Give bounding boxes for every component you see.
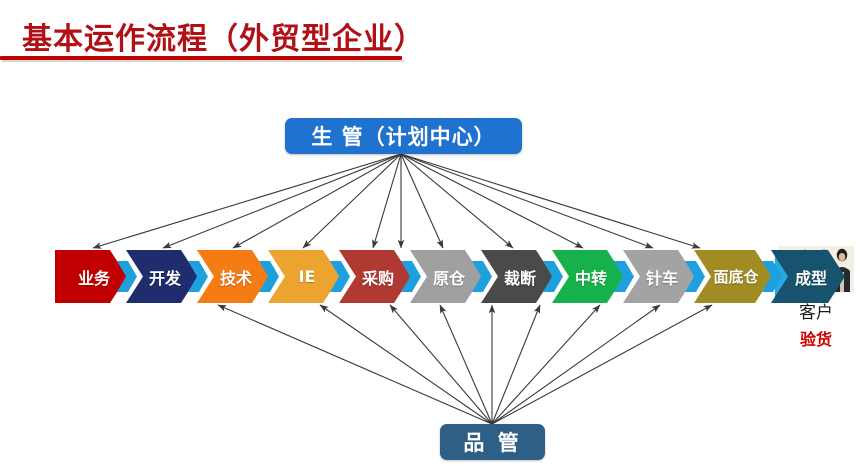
quality-to-step-arrow-9 — [491, 304, 713, 425]
process-step-label: 针车 — [645, 268, 678, 288]
planning-to-step-arrow-4 — [302, 153, 402, 249]
planning-to-step-arrow-11 — [400, 153, 701, 249]
customer-label: 客户 — [799, 303, 833, 323]
title-underline-shadow — [2, 60, 404, 62]
process-step-connector-arrow-icon — [685, 261, 705, 292]
process-step-3[interactable]: 技术 — [197, 250, 269, 303]
process-step-connector-arrow-icon — [330, 261, 350, 292]
quality-to-step-arrow-8 — [491, 304, 661, 425]
process-step-label: 采购 — [361, 268, 394, 288]
process-step-label: 开发 — [148, 268, 181, 288]
planning-to-step-arrow-5 — [372, 153, 402, 249]
process-step-connector-arrow-icon — [543, 261, 563, 292]
process-step-label: IE — [298, 267, 316, 286]
process-step-connector-arrow-icon — [188, 261, 208, 292]
process-step-connector-arrow-icon — [259, 261, 279, 292]
process-step-6[interactable]: 原仓 — [410, 250, 482, 303]
planning-to-step-arrow-3 — [232, 153, 402, 249]
process-step-label: 中转 — [574, 268, 607, 288]
page-title: 基本运作流程（外贸型企业） — [22, 22, 425, 57]
title-block: 基本运作流程（外贸型企业） — [0, 8, 861, 62]
planning-to-step-arrow-10 — [400, 153, 654, 249]
customer-inspection-label: 验货 — [799, 330, 832, 349]
process-step-label: 成型 — [794, 268, 827, 288]
process-step-shape — [55, 250, 127, 303]
bottom-connector-group — [217, 304, 713, 425]
process-step-2[interactable]: 开发 — [126, 250, 198, 303]
node-quality-control-label: 品 管 — [463, 431, 522, 455]
process-step-connector-arrow-icon — [401, 261, 421, 292]
planning-to-step-arrow-7 — [400, 153, 444, 249]
process-step-5[interactable]: 采购 — [339, 250, 411, 303]
process-step-11[interactable]: 成型 — [771, 250, 845, 303]
planning-to-step-arrow-1 — [92, 153, 402, 249]
process-step-8[interactable]: 中转 — [552, 250, 624, 303]
process-step-connector-arrow-icon — [762, 261, 782, 292]
planning-to-step-arrow-2 — [162, 153, 402, 249]
process-step-label: 技术 — [219, 268, 252, 288]
process-step-connector-arrow-icon — [117, 261, 137, 292]
quality-to-step-arrow-2 — [319, 304, 493, 425]
title-underline — [0, 56, 402, 60]
process-step-10[interactable]: 面底仓 — [694, 250, 772, 303]
process-step-label: 面底仓 — [713, 268, 759, 286]
quality-to-step-arrow-4 — [439, 304, 493, 425]
process-step-label: 裁断 — [503, 268, 536, 288]
node-production-planning-label: 生 管（计划中心） — [311, 125, 496, 149]
quality-to-step-arrow-7 — [491, 304, 601, 425]
quality-to-step-arrow-6 — [491, 304, 541, 425]
process-step-4[interactable]: IE — [268, 250, 340, 303]
top-connector-group — [92, 153, 701, 249]
node-production-planning[interactable]: 生 管（计划中心） — [285, 118, 522, 154]
process-step-connector-arrow-icon — [614, 261, 634, 292]
process-step-9[interactable]: 针车 — [623, 250, 695, 303]
process-step-7[interactable]: 裁断 — [481, 250, 553, 303]
process-step-connector-arrow-icon — [472, 261, 492, 292]
quality-to-step-arrow-1 — [217, 304, 493, 425]
node-quality-control[interactable]: 品 管 — [440, 424, 545, 460]
planning-to-step-arrow-8 — [400, 153, 514, 249]
process-step-label: 原仓 — [432, 268, 465, 288]
process-step-1[interactable]: 业务 — [55, 250, 127, 303]
process-step-label: 业务 — [77, 268, 110, 288]
planning-to-step-arrow-9 — [400, 153, 584, 249]
quality-to-step-arrow-3 — [389, 304, 493, 425]
